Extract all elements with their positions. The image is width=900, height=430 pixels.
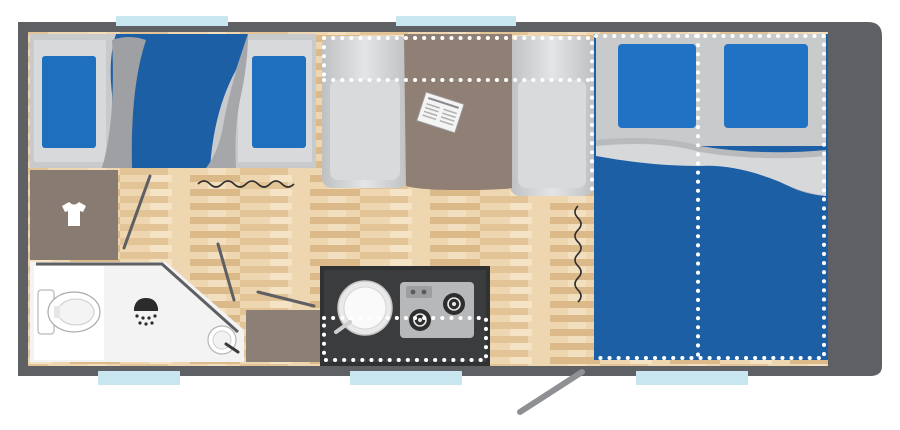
dinette <box>322 34 594 196</box>
window-top-middle <box>396 16 516 26</box>
window-bottom-right <box>636 371 748 385</box>
kitchen-door-line <box>256 290 316 308</box>
front-bed <box>30 34 316 168</box>
t-shirt-icon <box>62 202 86 226</box>
washbasin-icon <box>207 325 240 355</box>
front-bed-squiggle <box>197 180 295 188</box>
toilet-icon <box>37 289 101 335</box>
kitchen-bed-outline <box>322 316 488 362</box>
kitchen-sink-icon <box>334 280 393 336</box>
pillow-rear-right <box>724 44 808 128</box>
rear-double-bed <box>594 34 828 360</box>
entrance-door <box>517 369 585 415</box>
dinette-bed-outline <box>322 36 594 192</box>
newspaper-icon <box>416 91 465 134</box>
rear-bed-squiggle <box>574 205 582 303</box>
kitchen-cabinet <box>246 310 320 362</box>
pillow-rear-left <box>618 44 696 128</box>
blanket-fold <box>102 37 146 168</box>
bathroom <box>30 262 244 362</box>
window-bottom-left <box>98 371 180 385</box>
shower-icon <box>134 290 158 326</box>
rear-bed-outline <box>594 34 826 360</box>
window-top-left <box>116 16 228 26</box>
pillow-left <box>42 56 96 148</box>
pillow-right <box>252 56 306 148</box>
bathroom-door-line <box>216 242 236 302</box>
wardrobe-door-line <box>122 174 152 250</box>
gas-hob-icon <box>400 282 474 338</box>
window-bottom-middle <box>350 371 462 385</box>
